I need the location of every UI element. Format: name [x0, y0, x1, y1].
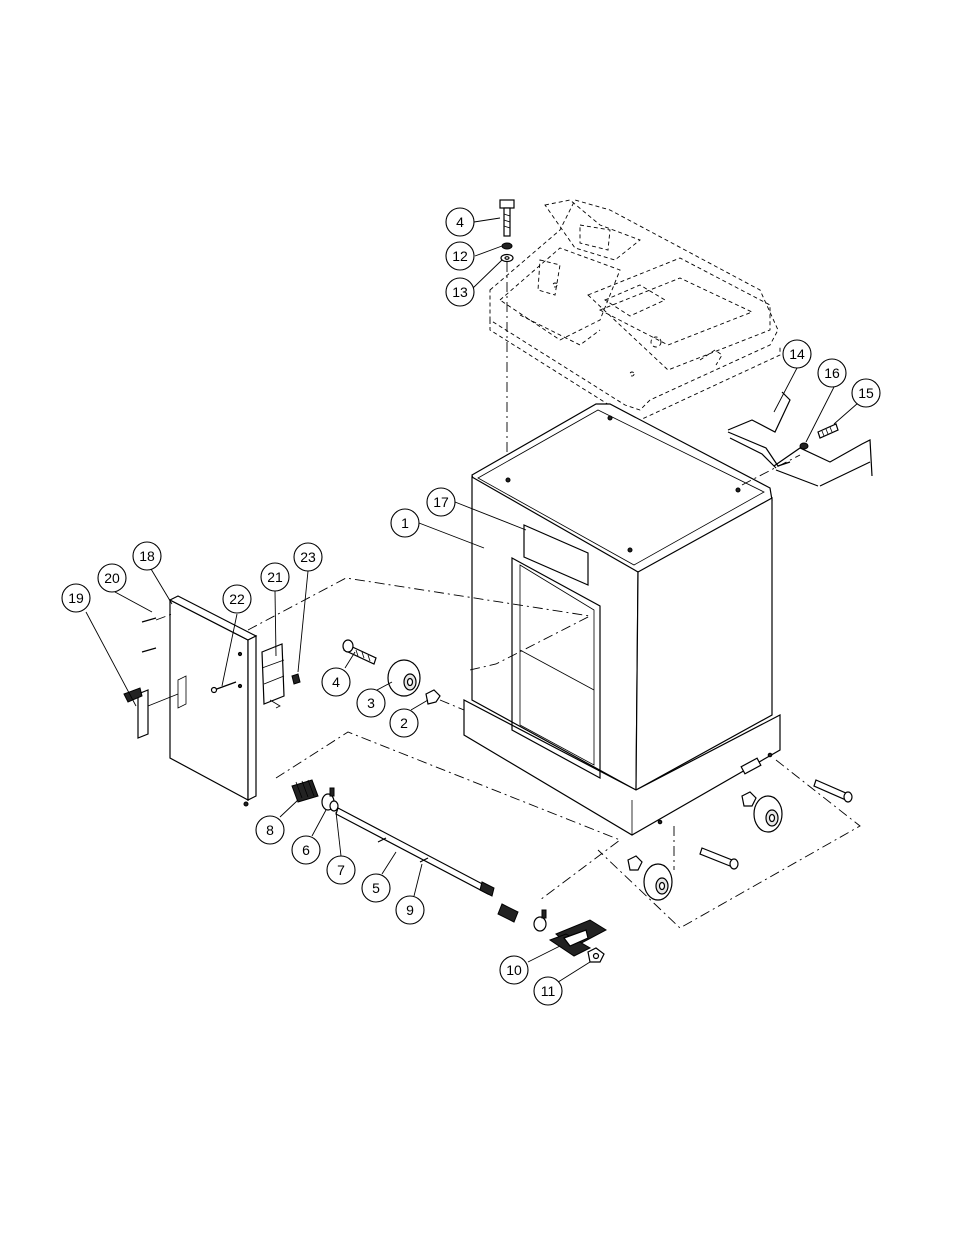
callout-14: 14: [782, 339, 812, 369]
callout-9: 9: [395, 895, 425, 925]
callout-22: 22: [222, 584, 252, 614]
svg-text:14: 14: [789, 346, 805, 362]
svg-text:11: 11: [541, 983, 556, 999]
callout-1: 1: [390, 508, 420, 538]
callout-11: 11: [533, 976, 563, 1006]
stand-cabinet: [463, 403, 781, 836]
callout-16: 16: [817, 358, 847, 388]
svg-text:9: 9: [406, 902, 414, 918]
svg-text:12: 12: [452, 248, 468, 264]
head-mounting-bolt: [499, 199, 515, 480]
callout-8: 8: [255, 815, 285, 845]
cabinet-door: [123, 577, 592, 807]
callout-5: 5: [361, 873, 391, 903]
callout-12: 12: [445, 241, 475, 271]
callout-21: 21: [260, 562, 290, 592]
callout-18: 18: [132, 541, 162, 571]
callout-17: 17: [426, 487, 456, 517]
callout-4-caster: 4: [321, 667, 351, 697]
callout-10: 10: [499, 955, 529, 985]
svg-text:16: 16: [824, 365, 840, 381]
planer-head-outline: [489, 199, 781, 421]
svg-text:15: 15: [858, 385, 874, 401]
svg-text:7: 7: [337, 862, 345, 878]
svg-text:8: 8: [266, 822, 274, 838]
svg-text:13: 13: [452, 284, 468, 300]
callout-23: 23: [293, 542, 323, 572]
svg-text:4: 4: [332, 674, 340, 690]
svg-text:3: 3: [367, 695, 375, 711]
svg-text:18: 18: [139, 548, 155, 564]
svg-text:2: 2: [400, 715, 408, 731]
svg-text:4: 4: [456, 214, 464, 230]
svg-text:19: 19: [68, 590, 84, 606]
callout-19: 19: [61, 583, 91, 613]
svg-text:1: 1: [401, 515, 409, 531]
carry-handles: [727, 391, 873, 487]
callout-6: 6: [291, 835, 321, 865]
leader-lines: [85, 217, 859, 985]
svg-text:21: 21: [267, 569, 283, 585]
pedal-shaft-assembly: [275, 731, 621, 963]
svg-text:6: 6: [302, 842, 310, 858]
svg-text:22: 22: [229, 591, 245, 607]
callout-20: 20: [97, 563, 127, 593]
callout-13: 13: [445, 277, 475, 307]
callout-2: 2: [389, 708, 419, 738]
callout-15: 15: [851, 378, 881, 408]
svg-text:10: 10: [506, 962, 522, 978]
callout-3: 3: [356, 688, 386, 718]
front-caster-left: [342, 639, 465, 711]
svg-text:5: 5: [372, 880, 380, 896]
rear-casters: [597, 759, 861, 929]
svg-text:20: 20: [104, 570, 120, 586]
callout-4-top: 4: [445, 207, 475, 237]
svg-text:23: 23: [300, 549, 316, 565]
callout-7: 7: [326, 855, 356, 885]
svg-text:17: 17: [433, 494, 449, 510]
